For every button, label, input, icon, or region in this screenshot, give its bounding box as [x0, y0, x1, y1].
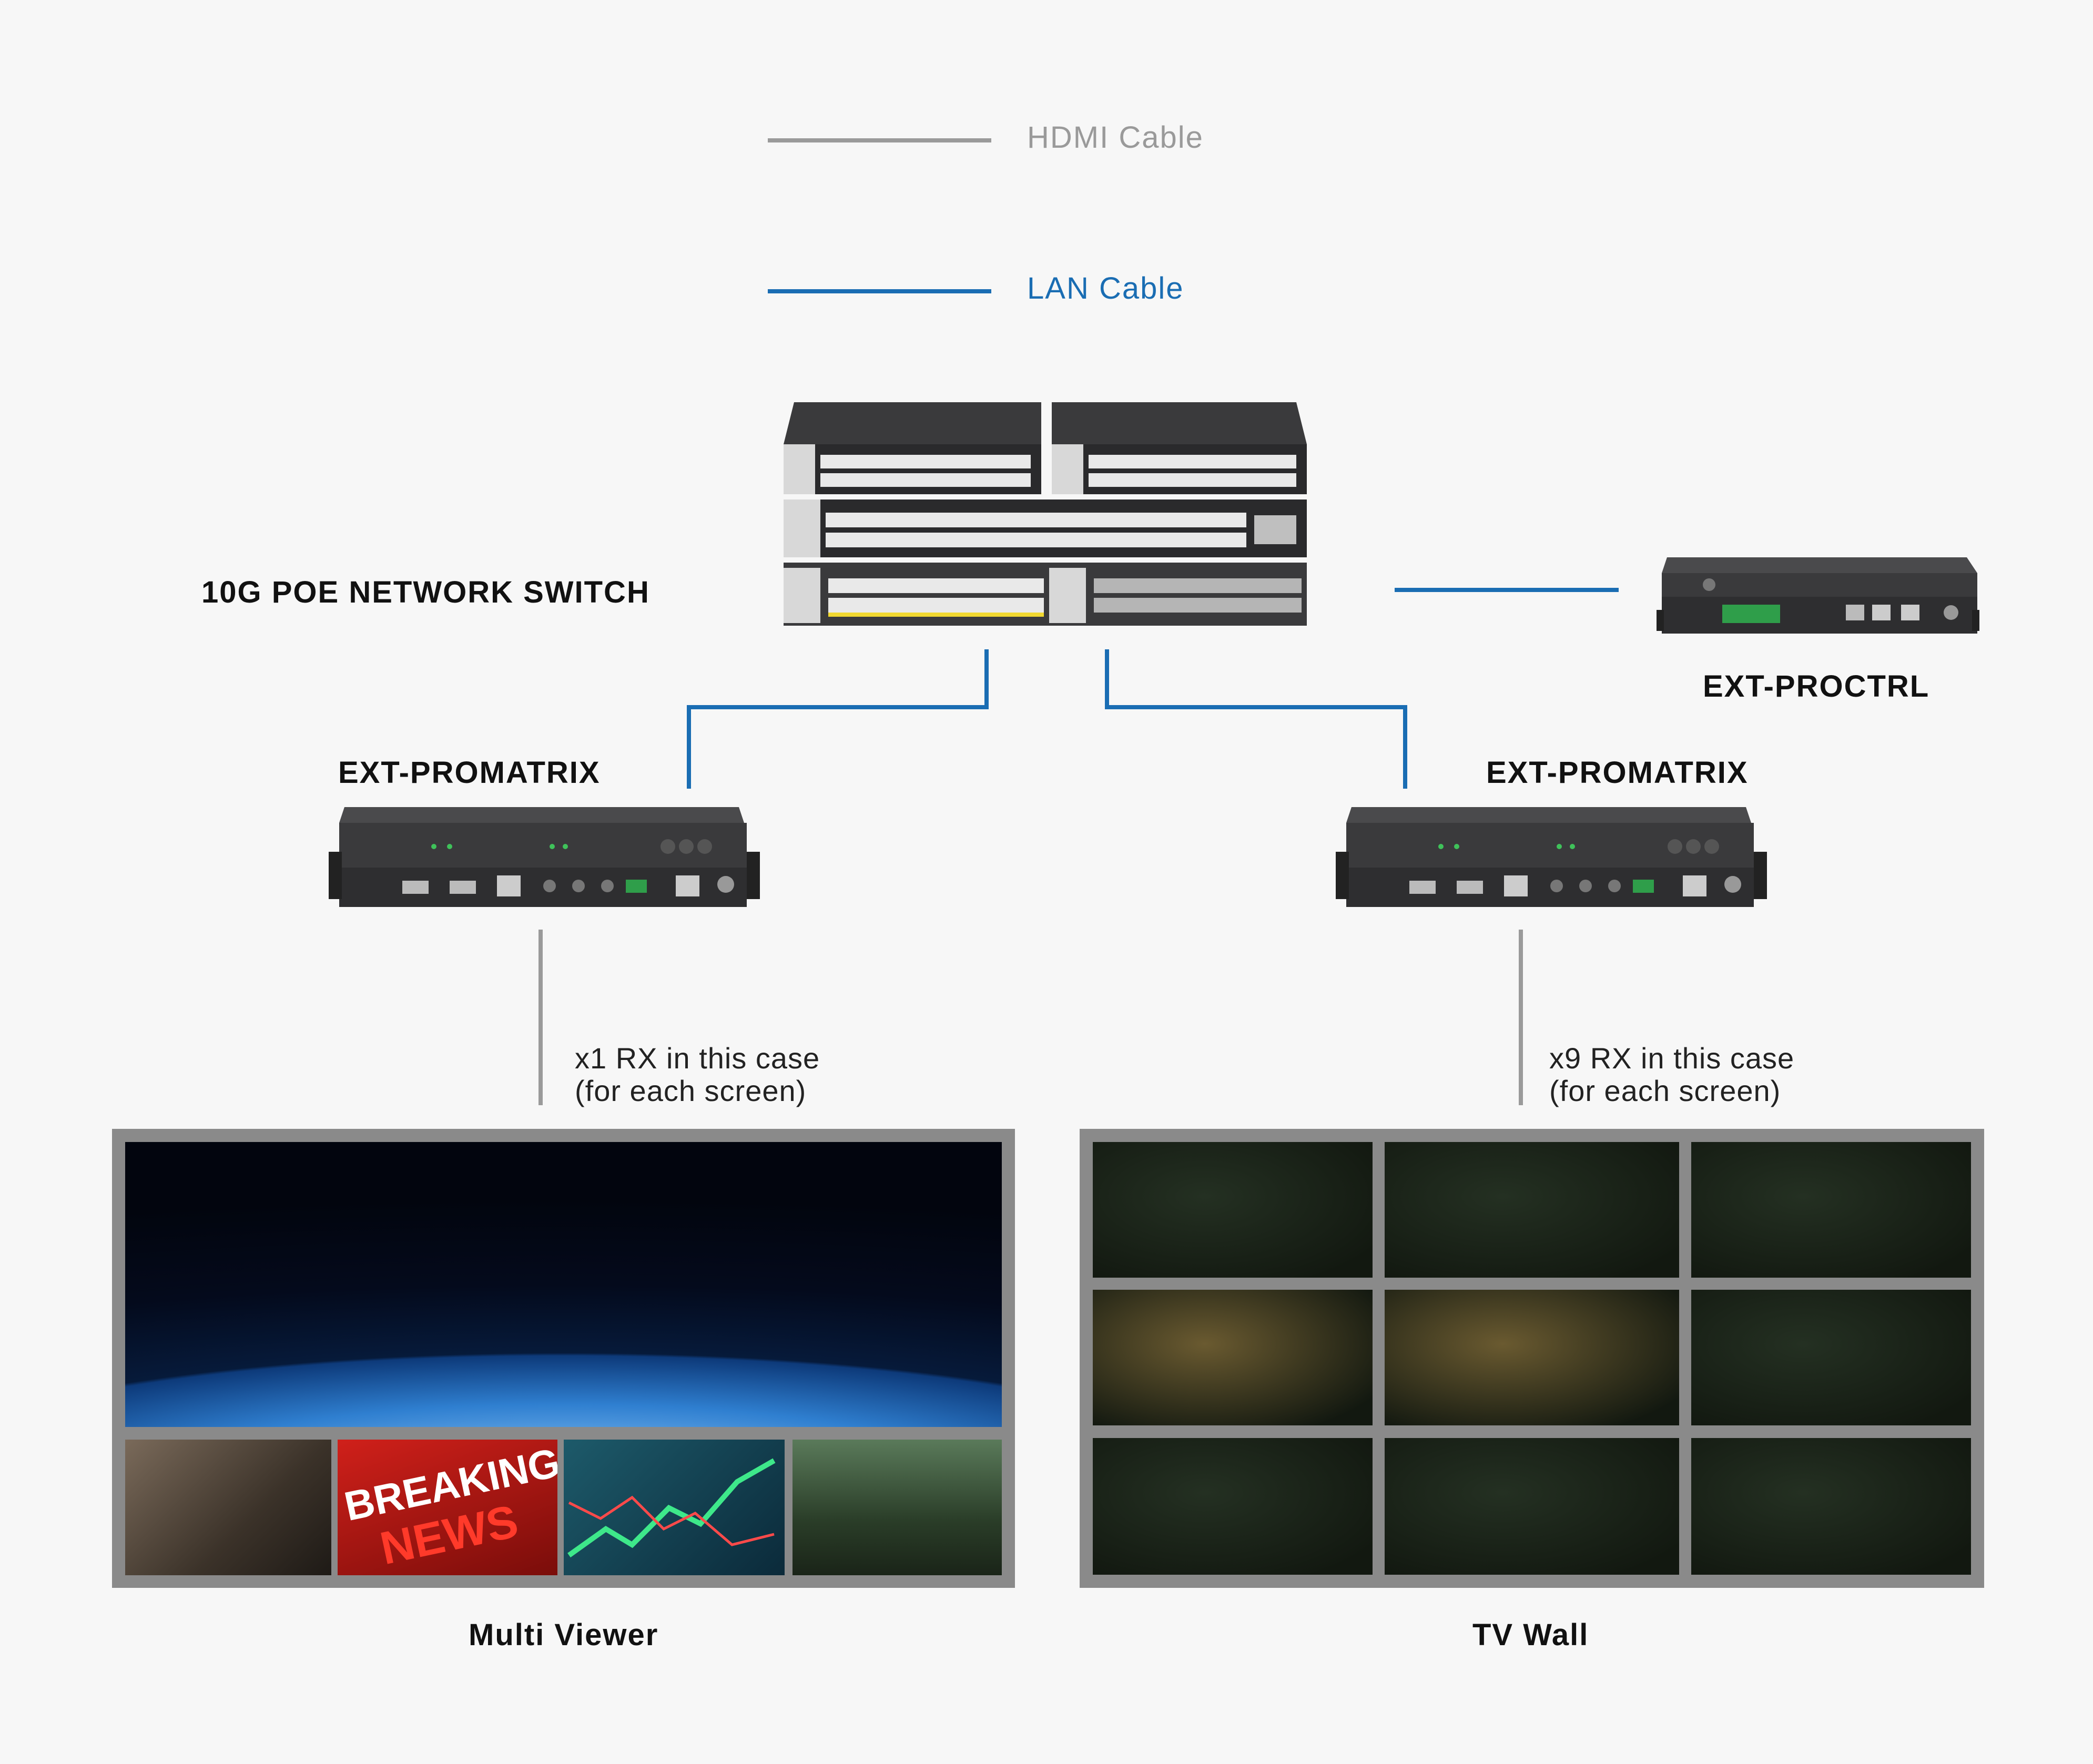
multiviewer-main-earth [125, 1142, 1002, 1427]
multiviewer-label: Multi Viewer [469, 1618, 659, 1652]
matrix-right-caption-line1: x9 RX in this case [1549, 1042, 1795, 1075]
thumb-fight [125, 1440, 331, 1575]
tvwall-grid [1093, 1142, 1971, 1575]
tvwall-tile [1385, 1142, 1679, 1278]
tvwall-tile [1385, 1290, 1679, 1425]
thumb-forest-bridge [793, 1440, 1002, 1575]
proctrl-label: EXT-PROCTRL [1703, 669, 1930, 703]
matrix-right-label: EXT-PROMATRIX [1486, 756, 1749, 790]
matrix-left-caption-line2: (for each screen) [575, 1074, 807, 1107]
lan-legend-line [768, 289, 991, 293]
lan-legend-label: LAN Cable [1027, 271, 1184, 305]
tvwall-tile [1093, 1290, 1373, 1425]
matrix-left-caption-line1: x1 RX in this case [575, 1042, 820, 1075]
tvwall-tile [1093, 1438, 1373, 1575]
hdmi-legend-label: HDMI Cable [1027, 120, 1204, 155]
network-switch-image [784, 402, 1307, 626]
proctrl-device-image [1657, 557, 1979, 634]
thumb-stock-chart [564, 1440, 785, 1575]
matrix-right-caption-line2: (for each screen) [1549, 1074, 1781, 1107]
switch-label: 10G POE NETWORK SWITCH [201, 575, 650, 609]
matrix-right-device-image [1336, 807, 1767, 907]
matrix-left-label: EXT-PROMATRIX [338, 756, 601, 790]
tvwall-tile [1385, 1438, 1679, 1575]
lan-wire-left [687, 649, 989, 789]
tvwall-label: TV Wall [1472, 1618, 1589, 1652]
tvwall-tile [1093, 1142, 1373, 1278]
lan-wire-right [1105, 649, 1407, 789]
tvwall-tile [1691, 1290, 1971, 1425]
matrix-left-device-image [329, 807, 760, 907]
thumb-breaking-news: BREAKING NEWS [338, 1440, 557, 1575]
tvwall-tile [1691, 1142, 1971, 1278]
hdmi-legend-line [768, 138, 991, 142]
tvwall-tile [1691, 1438, 1971, 1575]
